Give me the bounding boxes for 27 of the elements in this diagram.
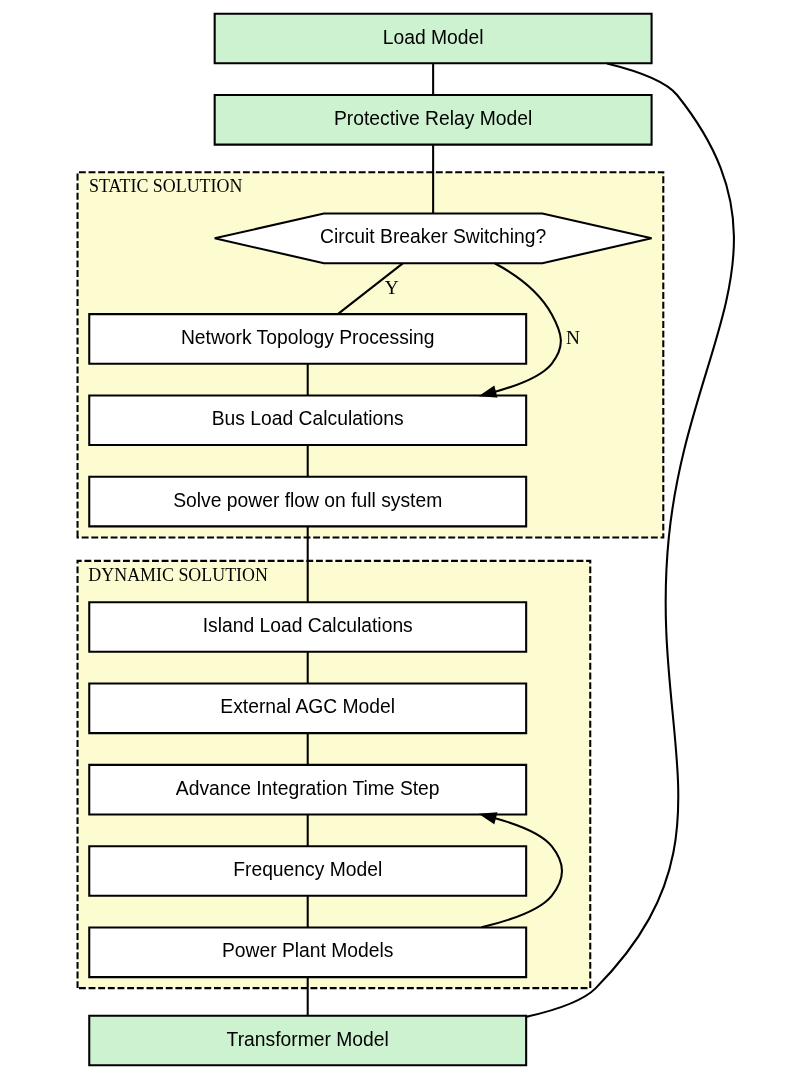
connector xyxy=(306,526,309,603)
node-box: External AGC Model xyxy=(87,682,527,735)
node-box: Advance Integration Time Step xyxy=(87,763,527,816)
edge-label: N xyxy=(565,327,580,349)
connector xyxy=(306,895,309,928)
node-box: Network Topology Processing xyxy=(87,313,527,365)
node-box: Load Model xyxy=(213,12,653,65)
connector xyxy=(306,445,309,477)
connector xyxy=(525,62,735,1018)
edge-label: Y xyxy=(384,276,399,298)
node-box: Power Plant Models xyxy=(87,926,527,979)
node-box: Island Load Calculations xyxy=(87,601,527,653)
arrow xyxy=(478,262,562,398)
arrow xyxy=(478,812,563,929)
node-box: Solve power flow on full system xyxy=(87,475,527,528)
node-box: Frequency Model xyxy=(87,845,527,897)
connector xyxy=(336,262,403,315)
node-box: Transformer Model xyxy=(87,1014,527,1067)
connector xyxy=(306,733,309,765)
node-box: Protective Relay Model xyxy=(213,93,653,146)
connector xyxy=(306,977,309,1016)
connector xyxy=(431,63,434,95)
connector xyxy=(431,145,434,214)
connector xyxy=(306,814,309,847)
connector xyxy=(306,363,309,396)
node-box: Bus Load Calculations xyxy=(87,394,527,447)
connector xyxy=(306,651,309,684)
